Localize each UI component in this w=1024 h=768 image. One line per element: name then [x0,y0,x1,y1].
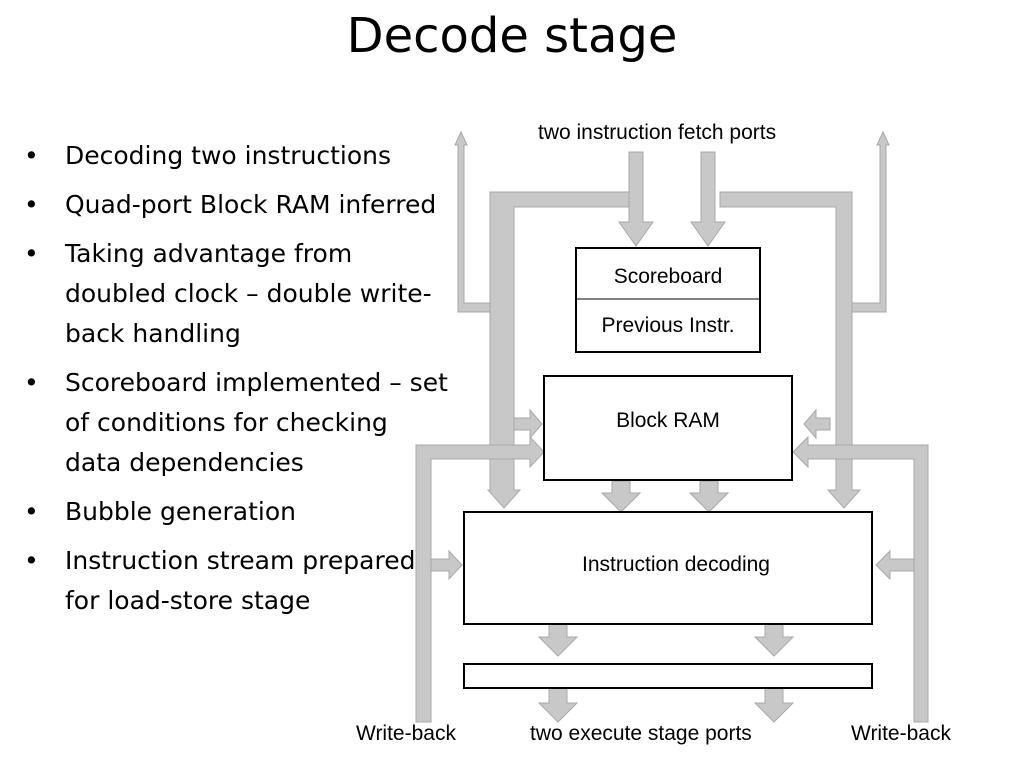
bullet-item: • Scoreboard implemented – set of condit… [20,363,450,483]
bullet-dot: • [24,546,39,575]
decode-left-input-arrow [430,549,463,581]
scoreboard-label: Scoreboard [613,265,723,288]
bullet-text: Bubble generation [65,497,296,526]
bullet-item: • Taking advantage from doubled clock – … [20,234,450,354]
writeback-left-arrow [415,435,545,723]
bullet-dot: • [24,239,39,268]
bullet-list: • Decoding two instructions • Quad-port … [20,136,450,630]
bullet-dot: • [24,497,39,526]
bullet-item: • Decoding two instructions [20,136,450,176]
pipeline-register-box [463,663,873,689]
bullet-item: • Quad-port Block RAM inferred [20,185,450,225]
bullet-dot: • [24,141,39,170]
bullet-text: Taking advantage from doubled clock – do… [65,239,432,348]
writeback-left-label: Write-back [356,722,456,745]
ram-output-arrow-1 [600,480,642,513]
ram-left-input-arrow [513,408,543,440]
right-bus-arrow [719,191,862,509]
bullet-item: • Bubble generation [20,492,450,532]
fetch-ports-label: two instruction fetch ports [538,121,777,144]
bullet-text: Decoding two instructions [65,141,392,170]
execute-ports-label: two execute stage ports [530,722,752,745]
right-feedback-arrow [851,130,890,313]
bullet-text: Quad-port Block RAM inferred [65,190,437,219]
block-ram-box [543,375,793,481]
writeback-right-label: Write-back [851,722,951,745]
instruction-decoding-label: Instruction decoding [582,553,770,576]
execute-port-arrow-2 [753,687,795,723]
instruction-decoding-box [463,511,873,625]
fetch-port-arrow-1 [618,151,654,247]
ram-output-arrow-2 [688,480,730,513]
left-feedback-arrow [454,130,491,313]
ram-right-input-arrow [803,408,831,440]
bullet-text: Instruction stream prepared for load-sto… [65,546,416,615]
previous-instr-label: Previous Instr. [601,314,735,337]
bullet-dot: • [24,368,39,397]
bullet-item: • Instruction stream prepared for load-s… [20,541,450,621]
writeback-right-arrow [792,435,929,723]
decode-right-input-arrow [875,549,915,581]
block-ram-label: Block RAM [616,409,720,432]
decode-output-arrow-1 [537,623,579,657]
scoreboard-box [575,247,761,353]
fetch-port-arrow-2 [690,151,726,247]
bullet-text: Scoreboard implemented – set of conditio… [65,368,448,477]
slide-title: Decode stage [346,8,678,64]
decode-output-arrow-2 [753,623,795,657]
execute-port-arrow-1 [537,687,579,723]
bullet-dot: • [24,190,39,219]
